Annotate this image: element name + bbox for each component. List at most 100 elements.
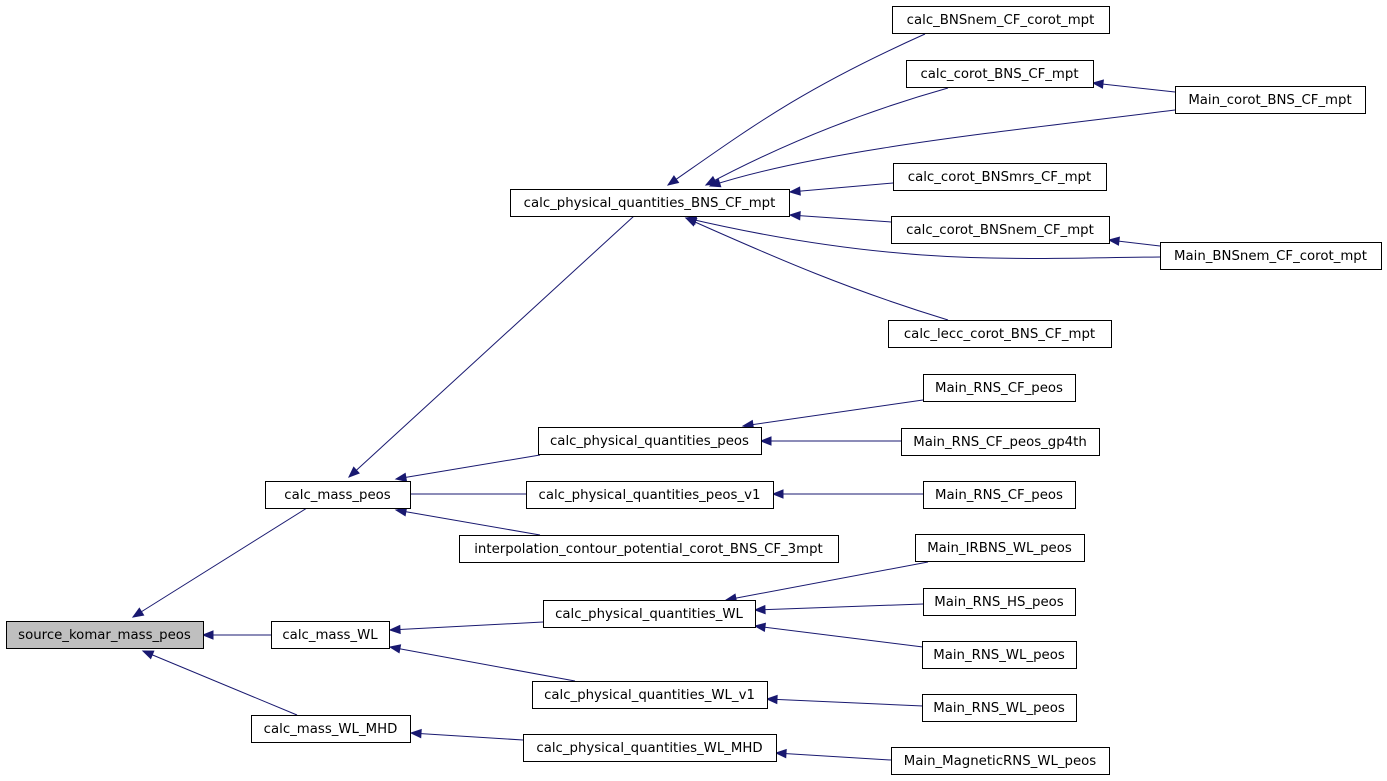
edge-line bbox=[789, 182, 894, 193]
graph-node-main-magneticrns-wl-peos[interactable]: Main_MagneticRNS_WL_peos bbox=[891, 747, 1110, 775]
node-box bbox=[923, 481, 1076, 509]
arrow-head-icon bbox=[708, 178, 722, 188]
arrow-head-icon bbox=[788, 210, 801, 221]
graph-node-calc-physical-quantities-peos-v1[interactable]: calc_physical_quantities_peos_v1 bbox=[526, 481, 774, 509]
edge-line bbox=[766, 698, 924, 707]
node-label: calc_mass_WL bbox=[282, 628, 378, 643]
arrow-head-icon bbox=[1091, 79, 1104, 89]
graph-node-calc-physical-quantities-bns-cf-mpt[interactable]: calc_physical_quantities_BNS_CF_mpt bbox=[510, 189, 790, 217]
edge-line bbox=[667, 33, 926, 186]
node-box bbox=[543, 600, 756, 628]
edge-line bbox=[348, 215, 635, 478]
node-box bbox=[892, 6, 1110, 34]
arrow-head-icon bbox=[409, 728, 422, 739]
edge-line bbox=[725, 561, 929, 601]
graph-node-main-rns-wl-peos[interactable]: Main_RNS_WL_peos bbox=[922, 641, 1077, 669]
node-box bbox=[271, 621, 390, 649]
edge-line bbox=[709, 109, 1176, 187]
arrow-head-icon bbox=[684, 217, 698, 227]
arrow-head-icon bbox=[201, 630, 214, 640]
edge-n2-to-n0 bbox=[201, 630, 271, 640]
graph-node-calc-bnsnem-cf-corot-mpt[interactable]: calc_BNSnem_CF_corot_mpt bbox=[892, 6, 1110, 34]
node-label: Main_MagneticRNS_WL_peos bbox=[904, 754, 1097, 769]
edge-n7-to-n1 bbox=[394, 507, 541, 536]
graph-node-calc-corot-bns-cf-mpt[interactable]: calc_corot_BNS_CF_mpt bbox=[906, 60, 1094, 88]
graph-node-source-komar-mass-peos[interactable]: source_komar_mass_peos bbox=[6, 621, 204, 649]
node-box bbox=[265, 481, 411, 509]
edge-n4-to-n1 bbox=[348, 215, 635, 478]
edge-n1-to-n0 bbox=[131, 507, 308, 618]
node-box bbox=[888, 320, 1112, 348]
node-label: calc_lecc_corot_BNS_CF_mpt bbox=[904, 327, 1095, 342]
graph-node-calc-mass-wl[interactable]: calc_mass_WL bbox=[271, 621, 390, 649]
graph-node-calc-corot-bnsmrs-cf-mpt[interactable]: calc_corot_BNSmrs_CF_mpt bbox=[893, 163, 1107, 191]
edge-n21-to-n8 bbox=[724, 561, 929, 603]
edge-line bbox=[132, 507, 308, 618]
graph-node-calc-physical-quantities-wl-mhd[interactable]: calc_physical_quantities_WL_MHD bbox=[523, 734, 777, 762]
graph-node-main-irbns-wl-peos[interactable]: Main_IRBNS_WL_peos bbox=[915, 534, 1085, 562]
graph-node-calc-physical-quantities-wl-v1[interactable]: calc_physical_quantities_WL_v1 bbox=[532, 681, 768, 709]
edge-n3-to-n0 bbox=[141, 650, 298, 716]
graph-node-calc-lecc-corot-bns-cf-mpt[interactable]: calc_lecc_corot_BNS_CF_mpt bbox=[888, 320, 1112, 348]
graph-node-main-rns-wl-peos[interactable]: Main_RNS_WL_peos bbox=[922, 694, 1077, 722]
edge-n10-to-n3 bbox=[409, 728, 524, 741]
edge-n23-to-n8 bbox=[753, 622, 924, 648]
node-label: Main_corot_BNS_CF_mpt bbox=[1188, 93, 1351, 108]
edge-line bbox=[1092, 82, 1176, 93]
arrow-head-icon bbox=[759, 436, 772, 446]
node-label: calc_physical_quantities_WL bbox=[555, 607, 743, 622]
graph-nodes: source_komar_mass_peoscalc_mass_peoscalc… bbox=[6, 6, 1382, 775]
node-box bbox=[923, 588, 1076, 616]
edge-n13-to-n12 bbox=[1091, 79, 1176, 93]
edge-n6-to-n1 bbox=[394, 489, 526, 499]
edge-n15-to-n4 bbox=[788, 210, 892, 223]
edge-line bbox=[389, 646, 576, 682]
node-box bbox=[893, 163, 1107, 191]
graph-node-main-corot-bns-cf-mpt[interactable]: Main_corot_BNS_CF_mpt bbox=[1175, 86, 1366, 114]
node-label: calc_physical_quantities_peos_v1 bbox=[539, 488, 761, 503]
arrow-head-icon bbox=[753, 622, 767, 633]
edge-line bbox=[789, 214, 892, 223]
node-label: calc_corot_BNSnem_CF_mpt bbox=[906, 223, 1094, 238]
graph-node-main-rns-cf-peos[interactable]: Main_RNS_CF_peos bbox=[923, 374, 1076, 402]
graph-node-calc-mass-peos[interactable]: calc_mass_peos bbox=[265, 481, 411, 509]
node-box bbox=[538, 427, 762, 455]
edge-line bbox=[389, 621, 544, 631]
graph-node-calc-physical-quantities-wl[interactable]: calc_physical_quantities_WL bbox=[543, 600, 756, 628]
graph-node-interpolation-contour-potential-corot-bns-cf-3mpt[interactable]: interpolation_contour_potential_corot_BN… bbox=[459, 535, 839, 563]
edge-line bbox=[742, 399, 924, 427]
edge-line bbox=[142, 650, 298, 716]
arrow-head-icon bbox=[666, 175, 680, 186]
edge-n16-to-n15 bbox=[1107, 236, 1161, 247]
graph-node-main-rns-hs-peos[interactable]: Main_RNS_HS_peos bbox=[923, 588, 1076, 616]
node-box bbox=[891, 747, 1110, 775]
node-box bbox=[923, 374, 1076, 402]
node-box bbox=[510, 189, 790, 217]
edge-n20-to-n6 bbox=[771, 489, 923, 499]
graph-node-main-rns-cf-peos[interactable]: Main_RNS_CF_peos bbox=[923, 481, 1076, 509]
node-box bbox=[523, 734, 777, 762]
edge-line bbox=[685, 217, 1161, 259]
arrow-head-icon bbox=[141, 650, 155, 660]
edge-n17-to-n4 bbox=[684, 217, 949, 321]
node-label: calc_BNSnem_CF_corot_mpt bbox=[907, 13, 1095, 28]
edge-line bbox=[754, 625, 924, 648]
node-label: calc_physical_quantities_WL_MHD bbox=[536, 741, 762, 756]
node-label: calc_physical_quantities_peos bbox=[550, 434, 749, 449]
arrow-head-icon bbox=[771, 489, 784, 499]
edge-n22-to-n8 bbox=[753, 603, 924, 615]
graph-node-main-rns-cf-peos-gp4th[interactable]: Main_RNS_CF_peos_gp4th bbox=[901, 428, 1100, 456]
graph-node-calc-physical-quantities-peos[interactable]: calc_physical_quantities_peos bbox=[538, 427, 762, 455]
node-box bbox=[1175, 86, 1366, 114]
edge-n13-to-n4 bbox=[708, 109, 1176, 188]
node-box bbox=[891, 216, 1110, 244]
graph-edges bbox=[131, 33, 1176, 761]
arrow-head-icon bbox=[348, 466, 360, 478]
arrow-head-icon bbox=[1107, 236, 1120, 246]
graph-node-calc-corot-bnsnem-cf-mpt[interactable]: calc_corot_BNSnem_CF_mpt bbox=[891, 216, 1110, 244]
graph-node-calc-mass-wl-mhd[interactable]: calc_mass_WL_MHD bbox=[251, 715, 411, 743]
graph-node-main-bnsnem-cf-corot-mpt[interactable]: Main_BNSnem_CF_corot_mpt bbox=[1160, 242, 1382, 270]
edge-line bbox=[754, 603, 924, 611]
node-label: calc_corot_BNS_CF_mpt bbox=[920, 67, 1078, 82]
node-label: Main_RNS_CF_peos bbox=[935, 488, 1063, 503]
